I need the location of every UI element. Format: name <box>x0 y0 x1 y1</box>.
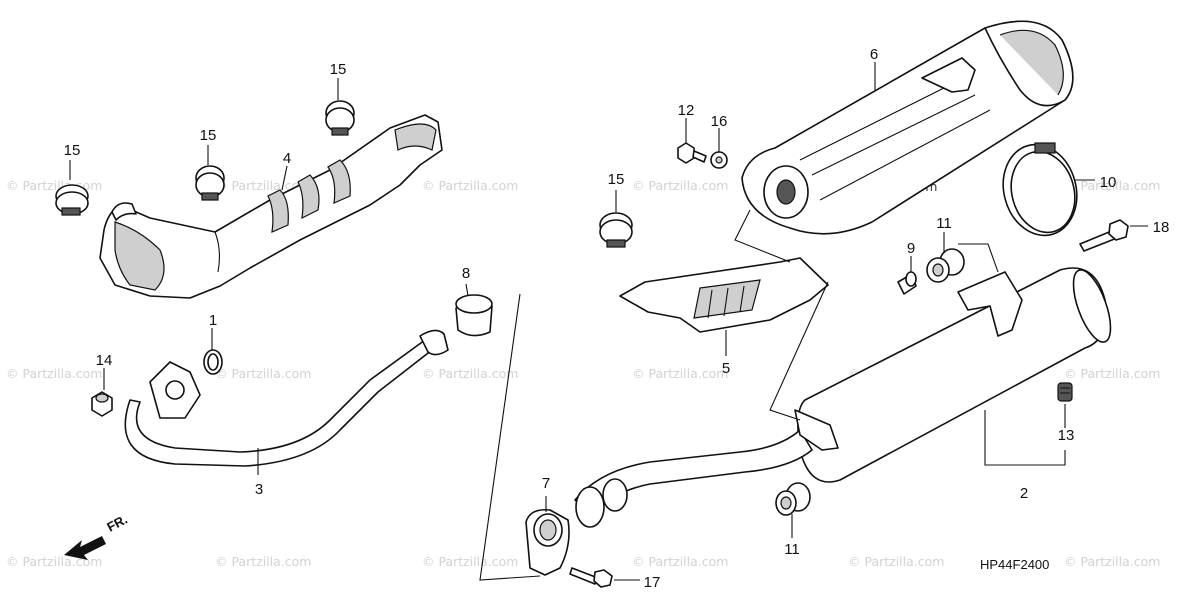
part-1-gasket-inner <box>207 353 219 371</box>
part-15-clamp[interactable] <box>195 165 225 201</box>
part-3-exhaust-pipe[interactable] <box>124 329 449 467</box>
part-15-clamp[interactable] <box>55 184 89 216</box>
part-11-rubber-mount[interactable] <box>926 248 965 283</box>
watermark: © Partzilla.com <box>422 178 518 193</box>
callout-11: 11 <box>936 215 952 232</box>
watermark: © Partzilla.com <box>422 554 518 569</box>
callout-13: 13 <box>1058 427 1075 444</box>
part-14-nut[interactable] <box>91 391 113 417</box>
watermark: © Partzilla.com <box>848 554 944 569</box>
watermark: © Partzilla.com <box>215 366 311 381</box>
part-13-plug[interactable] <box>1057 382 1073 402</box>
watermark: © Partzilla.com <box>6 178 102 193</box>
part-17-bolt[interactable] <box>569 567 613 588</box>
callout-15: 15 <box>64 142 81 159</box>
callout-9: 9 <box>907 240 915 257</box>
watermark: © Partzilla.com <box>215 178 311 193</box>
callout-1: 1 <box>209 312 217 329</box>
callout-8: 8 <box>462 265 470 282</box>
watermark: © Partzilla.com <box>632 554 728 569</box>
callout-15: 15 <box>200 127 217 144</box>
callout-labels: 1 2 3 4 5 6 7 8 9 10 11 11 12 13 14 15 1… <box>64 46 1170 591</box>
part-9-collar[interactable] <box>897 271 917 295</box>
callout-17: 17 <box>644 574 661 591</box>
watermark: © Partzilla.com <box>6 366 102 381</box>
part-11-rubber-mount[interactable] <box>775 482 811 516</box>
part-16-washer[interactable] <box>710 151 728 169</box>
part-15-clamp[interactable] <box>599 212 633 248</box>
callout-5: 5 <box>722 360 730 377</box>
callout-3: 3 <box>255 481 263 498</box>
callout-12: 12 <box>678 102 695 119</box>
diagram-code: HP44F2400 <box>980 557 1049 572</box>
callout-11: 11 <box>784 541 800 558</box>
callout-7: 7 <box>542 475 550 492</box>
callout-15: 15 <box>330 61 347 78</box>
watermark: © Partzilla.com <box>1064 366 1160 381</box>
part-2-muffler[interactable] <box>574 266 1118 528</box>
watermark: © Partzilla.com <box>6 554 102 569</box>
part-12-bolt[interactable] <box>677 142 707 164</box>
callout-18: 18 <box>1153 219 1170 236</box>
callout-4: 4 <box>283 150 291 167</box>
watermark: © Partzilla.com <box>215 554 311 569</box>
front-label: FR. <box>104 512 130 535</box>
callout-14: 14 <box>96 352 113 369</box>
watermark: © Partzilla.com <box>1064 554 1160 569</box>
part-7-clamp[interactable] <box>525 508 570 576</box>
part-8-gasket-sleeve[interactable] <box>455 294 493 337</box>
watermark: © Partzilla.com <box>632 178 728 193</box>
arrow-icon <box>64 536 106 560</box>
watermark: © Partzilla.com <box>1064 178 1160 193</box>
callout-15: 15 <box>608 171 625 188</box>
watermark: © Partzilla.com <box>632 366 728 381</box>
part-4-heat-protector[interactable] <box>99 114 443 299</box>
callout-2: 2 <box>1020 485 1028 502</box>
watermark: © Partzilla.com <box>422 366 518 381</box>
part-5-muffler-protector[interactable] <box>619 257 829 333</box>
part-6-muffler-protector[interactable] <box>741 20 1074 235</box>
callout-10: 10 <box>1100 174 1117 191</box>
front-direction-arrow: FR. <box>64 512 130 560</box>
part-18-bolt[interactable] <box>1079 219 1129 252</box>
part-10-band[interactable] <box>993 136 1086 244</box>
callout-16: 16 <box>711 113 728 130</box>
leader-lines <box>69 62 1148 581</box>
callout-6: 6 <box>870 46 878 63</box>
part-15-clamp[interactable] <box>325 100 355 136</box>
